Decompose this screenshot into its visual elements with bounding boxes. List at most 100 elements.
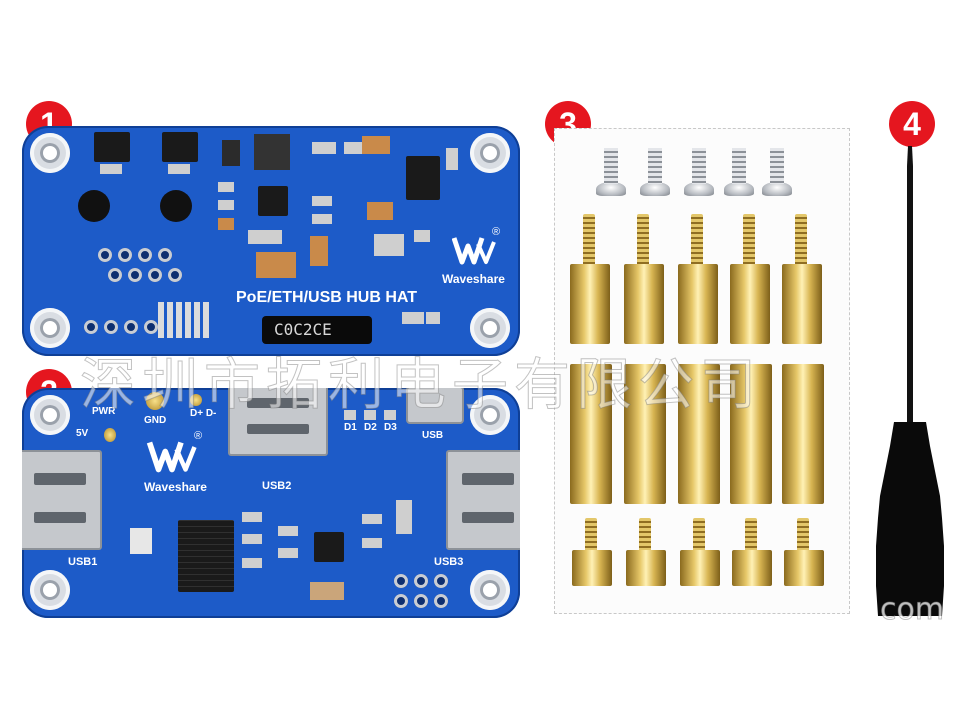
crystal bbox=[310, 582, 344, 600]
long-standoff bbox=[570, 364, 612, 504]
standoff-thread bbox=[795, 214, 807, 266]
pwr-label: PWR bbox=[92, 406, 116, 417]
dpin bbox=[190, 394, 202, 406]
short-standoff bbox=[784, 550, 824, 586]
mount-hole bbox=[30, 570, 70, 610]
capacitor bbox=[310, 236, 328, 266]
header-pad bbox=[144, 320, 158, 334]
standoff bbox=[678, 264, 718, 344]
standoff bbox=[624, 264, 664, 344]
led-d3 bbox=[384, 410, 396, 420]
dplus-dminus-label: D+ D- bbox=[190, 408, 217, 419]
smd-component bbox=[402, 312, 424, 324]
mount-hole bbox=[30, 308, 70, 348]
usb-label: USB bbox=[422, 430, 444, 441]
usb1-connector bbox=[22, 450, 102, 550]
screw-shaft bbox=[692, 148, 706, 184]
inductor bbox=[254, 134, 290, 170]
mount-hole bbox=[470, 570, 510, 610]
standoff-thread bbox=[585, 518, 597, 552]
screw bbox=[762, 182, 792, 196]
header-pad bbox=[434, 574, 448, 588]
usb3-label: USB3 bbox=[434, 556, 464, 568]
header-pad bbox=[138, 248, 152, 262]
screw bbox=[724, 182, 754, 196]
standoff-thread bbox=[743, 214, 755, 266]
badge-4: 4 bbox=[889, 101, 935, 147]
screw-shaft bbox=[648, 148, 662, 184]
smd-component bbox=[362, 514, 382, 524]
long-standoff bbox=[624, 364, 666, 504]
pwr-pin bbox=[104, 428, 116, 442]
smd-component bbox=[100, 164, 122, 174]
watermark-suffix: com bbox=[879, 592, 945, 628]
smd-component bbox=[242, 534, 262, 544]
poe-hat-board: PoE/ETH/USB HUB HAT ® Waveshare C0C2CE bbox=[22, 126, 520, 356]
smd-component bbox=[242, 512, 262, 522]
standoff-thread bbox=[639, 518, 651, 552]
qfn-chip bbox=[258, 186, 288, 216]
smd-component bbox=[278, 548, 298, 558]
header-pad bbox=[434, 594, 448, 608]
smd-component bbox=[374, 234, 404, 256]
micro-usb-connector bbox=[406, 388, 464, 424]
board-title: PoE/ETH/USB HUB HAT bbox=[236, 289, 418, 306]
waveshare-logo-icon bbox=[451, 234, 496, 266]
smd-component bbox=[242, 558, 262, 568]
usb2-label: USB2 bbox=[262, 480, 292, 492]
screw bbox=[640, 182, 670, 196]
d1-label: D1 bbox=[344, 422, 357, 433]
mount-hole bbox=[470, 308, 510, 348]
header-pad bbox=[158, 248, 172, 262]
bolt-head bbox=[160, 190, 192, 222]
gnd-pin bbox=[146, 392, 164, 410]
smd-component bbox=[312, 142, 336, 154]
standoff-thread bbox=[583, 214, 595, 266]
crystal bbox=[130, 528, 152, 554]
screw bbox=[684, 182, 714, 196]
screw-shaft bbox=[770, 148, 784, 184]
smd-component bbox=[278, 526, 298, 536]
long-standoff bbox=[678, 364, 720, 504]
mount-hole bbox=[470, 133, 510, 173]
screwdriver-icon bbox=[872, 146, 948, 620]
mount-hole bbox=[470, 395, 510, 435]
smd-component bbox=[248, 230, 282, 244]
smd-component bbox=[362, 538, 382, 548]
standoff-thread bbox=[797, 518, 809, 552]
header-pad bbox=[98, 248, 112, 262]
capacitor bbox=[362, 136, 390, 154]
watermark-text: 深圳市拓利电子有限公司 bbox=[80, 353, 762, 419]
mosfet-chip bbox=[162, 132, 198, 162]
short-standoff bbox=[732, 550, 772, 586]
short-standoff bbox=[626, 550, 666, 586]
smd-component bbox=[426, 312, 440, 324]
header-pad bbox=[394, 574, 408, 588]
mount-hole bbox=[30, 133, 70, 173]
smd-component bbox=[312, 214, 332, 224]
short-standoff bbox=[572, 550, 612, 586]
standoff-thread bbox=[693, 518, 705, 552]
smd-component bbox=[312, 196, 332, 206]
header-pad bbox=[394, 594, 408, 608]
bolt-head bbox=[78, 190, 110, 222]
smd-component bbox=[168, 164, 190, 174]
short-standoff bbox=[680, 550, 720, 586]
smd-component bbox=[446, 148, 458, 170]
capacitor bbox=[218, 218, 234, 230]
capacitor bbox=[367, 202, 393, 220]
registered-mark: ® bbox=[194, 430, 203, 442]
mount-hole bbox=[30, 395, 70, 435]
led-d2 bbox=[364, 410, 376, 420]
five-v-label: 5V bbox=[76, 428, 89, 439]
header-pad bbox=[104, 320, 118, 334]
header-pad bbox=[148, 268, 162, 282]
standoff-thread bbox=[691, 214, 703, 266]
code-label bbox=[262, 316, 372, 344]
usb1-label: USB1 bbox=[68, 556, 98, 568]
header-pad bbox=[128, 268, 142, 282]
resistor-array bbox=[158, 302, 210, 338]
screw-shaft bbox=[732, 148, 746, 184]
smd-component bbox=[218, 200, 234, 210]
qfn-chip bbox=[314, 532, 344, 562]
